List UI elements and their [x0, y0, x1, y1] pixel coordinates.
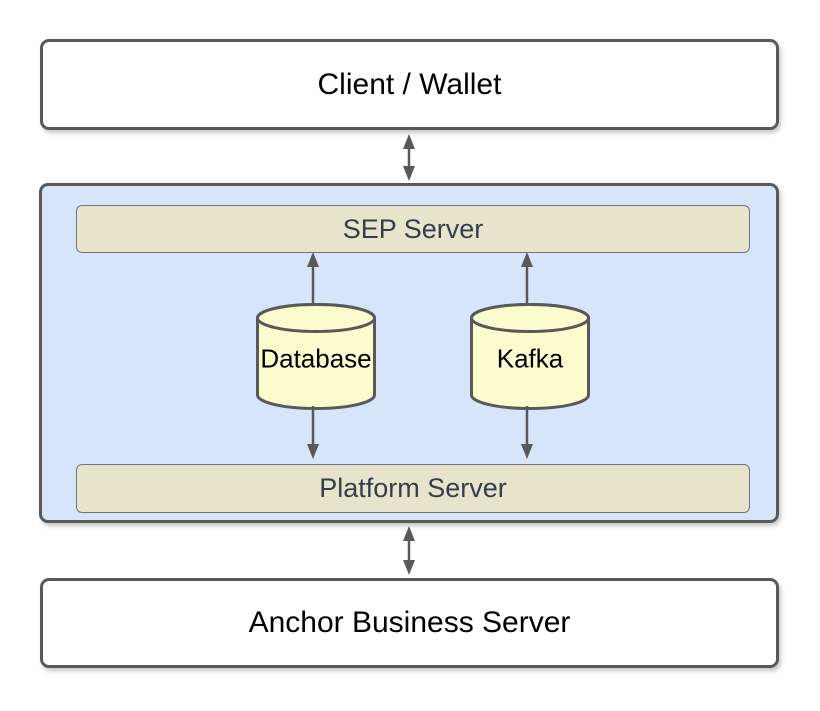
- node-database-label: Database: [260, 343, 372, 374]
- edge-container-anchor-arrow: [403, 526, 415, 575]
- node-sep-server: SEP Server: [76, 205, 750, 253]
- database-cylinder-icon: [256, 303, 376, 410]
- kafka-cylinder-icon: [470, 303, 590, 410]
- node-client-wallet: Client / Wallet: [40, 39, 779, 130]
- edge-client-container-arrow: [403, 134, 415, 181]
- node-kafka-label: Kafka: [496, 343, 564, 374]
- node-sep-platform-container: SEP Server Database Kafka Platform Serve…: [39, 183, 779, 523]
- node-anchor-business-server: Anchor Business Server: [40, 578, 779, 668]
- node-client-wallet-label: Client / Wallet: [317, 67, 502, 101]
- node-platform-server-label: Platform Server: [319, 473, 507, 503]
- node-kafka: Kafka: [470, 303, 590, 410]
- node-sep-server-label: SEP Server: [342, 213, 484, 244]
- node-database: Database: [256, 303, 376, 410]
- node-anchor-business-server-label: Anchor Business Server: [248, 606, 571, 639]
- node-platform-server: Platform Server: [76, 464, 750, 513]
